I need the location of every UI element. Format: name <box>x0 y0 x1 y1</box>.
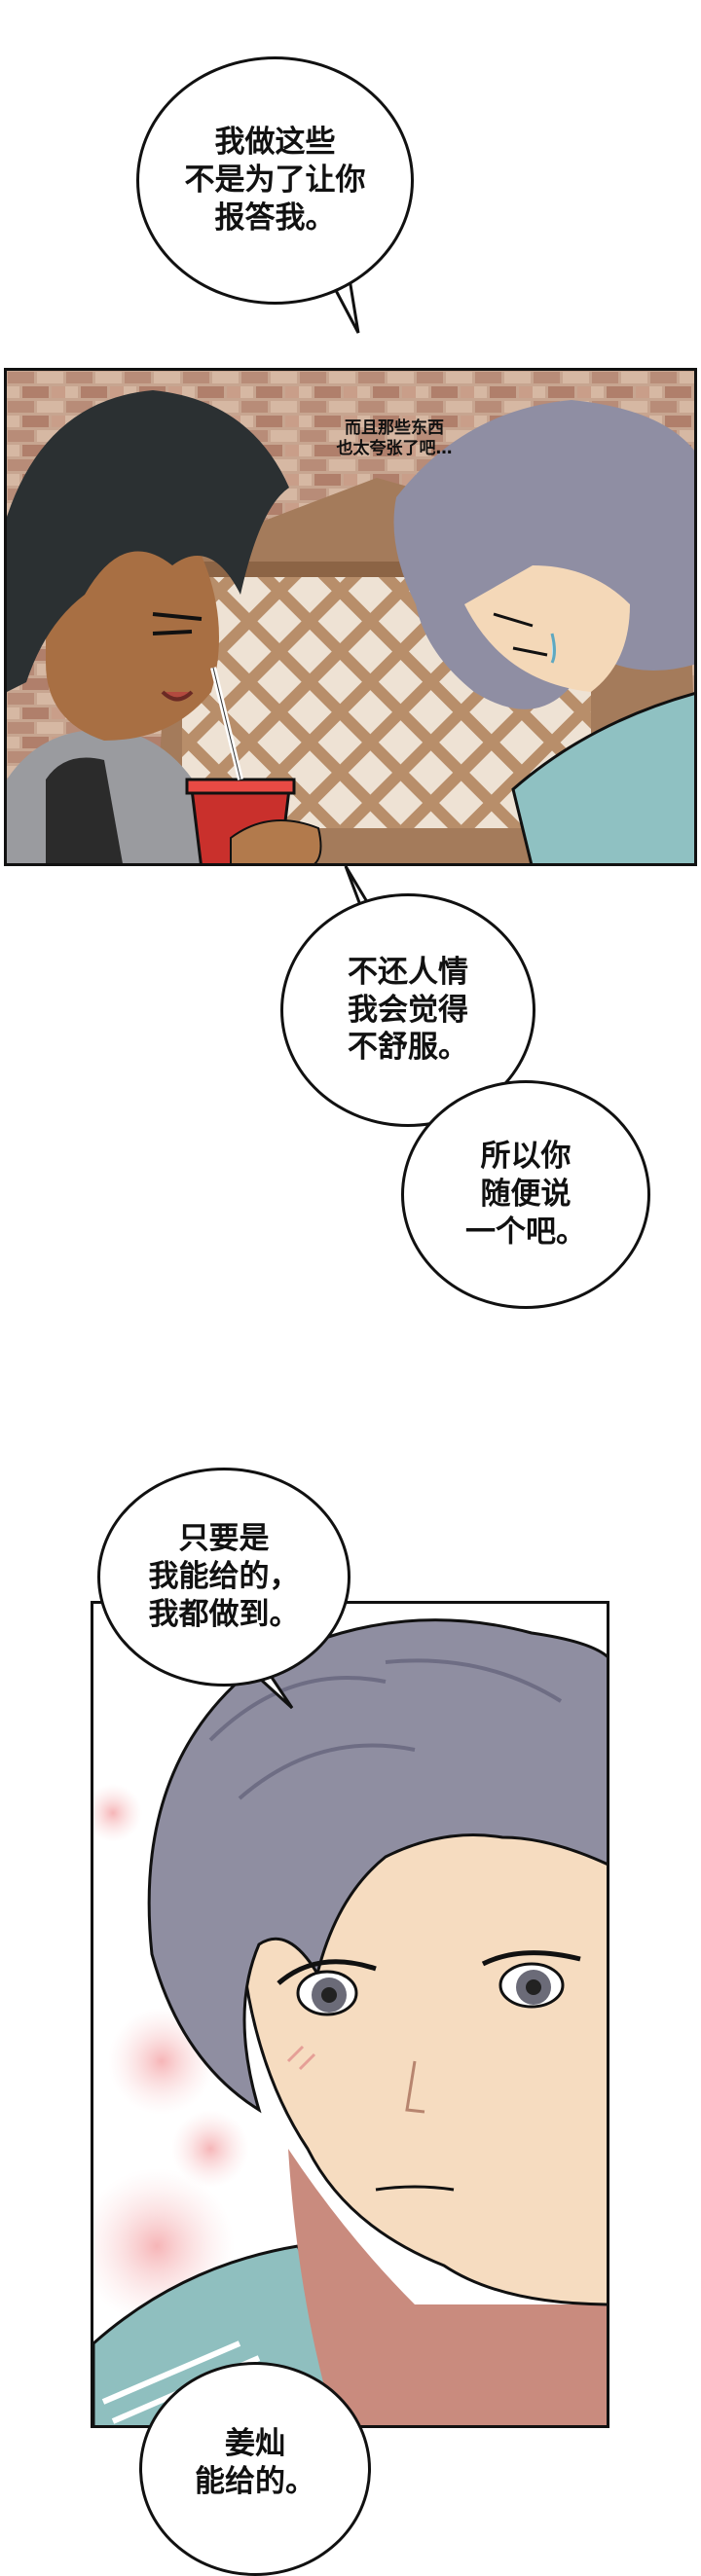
bubble-line: 姜灿 <box>225 2426 285 2461</box>
bubble-line: 我都做到。 <box>148 1596 300 1632</box>
bubble-line: 不是为了让你 <box>184 163 366 199</box>
whisper-line: 而且那些东西 <box>345 418 444 438</box>
bubble-line: 不还人情 <box>348 954 468 990</box>
bubble-line: 一个吧。 <box>465 1214 586 1250</box>
bubble-line: 不舒服。 <box>348 1030 468 1066</box>
bubble-line: 只要是 <box>178 1521 270 1557</box>
bubble-line: 随便说 <box>480 1177 572 1213</box>
whisper-text: 而且那些东西 也太夸张了吧… <box>292 418 497 460</box>
bubble-line: 能给的。 <box>195 2463 315 2499</box>
bubble-line: 我做这些 <box>214 125 336 161</box>
bubble-line: 所以你 <box>480 1139 572 1175</box>
bubble-line: 我会觉得 <box>348 992 468 1028</box>
bubble-line: 报答我。 <box>214 200 336 236</box>
bubble-line: 我能给的， <box>148 1559 300 1595</box>
comic-panel-closeup <box>91 1601 609 2428</box>
speech-bubble-closeup-top: 只要是 我能给的， 我都做到。 <box>97 1468 350 1687</box>
comic-panel-cafe <box>4 368 697 866</box>
speech-bubble-closeup-bottom: 姜灿 能给的。 <box>139 2362 371 2576</box>
whisper-line: 也太夸张了吧… <box>336 439 453 459</box>
speech-bubble-middle-b: 所以你 随便说 一个吧。 <box>401 1080 650 1309</box>
speech-bubble-top: 我做这些 不是为了让你 报答我。 <box>136 56 414 305</box>
cafe-scene-illustration <box>7 371 694 863</box>
closeup-character-illustration <box>93 1604 607 2425</box>
